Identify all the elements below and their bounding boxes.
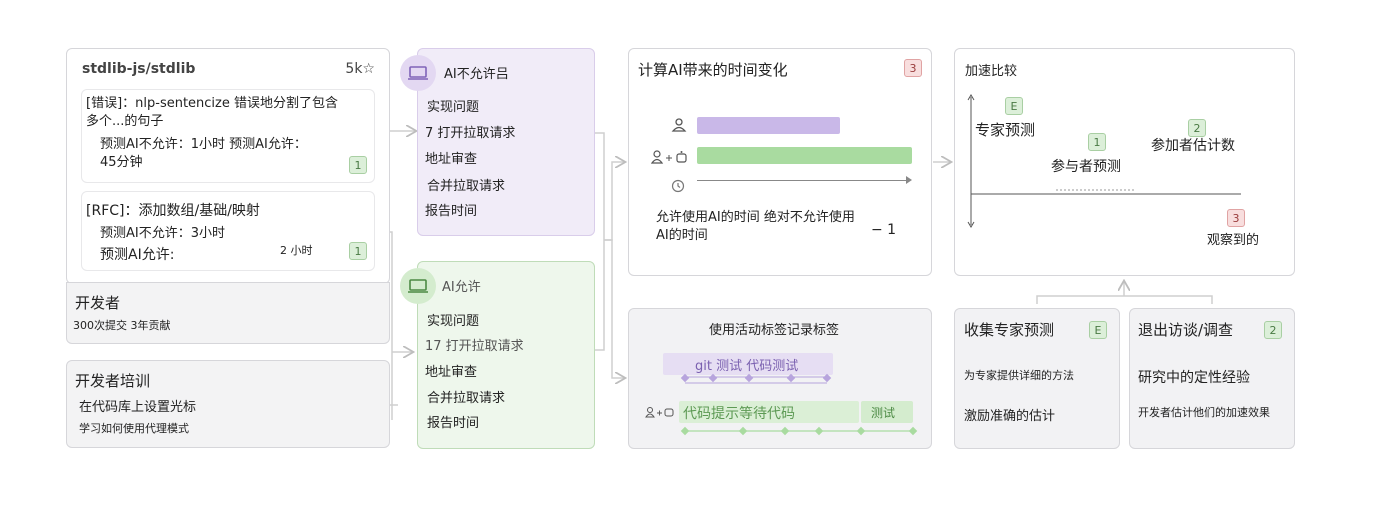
ai-allowed-step-3: 地址审查 — [425, 365, 478, 380]
activity-row-1-bg — [663, 353, 833, 375]
time-change-minus: − 1 — [871, 222, 897, 238]
ai-time-bar — [697, 147, 912, 164]
expert-card-badge: E — [1089, 321, 1107, 339]
expert-line-1: 为专家提供详细的方法 — [964, 369, 1074, 382]
expert-label: 专家预测 — [975, 121, 1036, 139]
activity-row-2-tag: 测试 — [871, 406, 896, 420]
ai-disallowed-step-4: 合并拉取请求 — [427, 179, 506, 194]
ai-allowed-card: AI允许 实现问题 17 打开拉取请求 地址审查 合并拉取请求 报告时间 — [400, 261, 595, 449]
ai-allowed-title: AI允许 — [442, 280, 481, 295]
repo-stars: 5k☆ — [345, 61, 375, 77]
participant-label: 参与者预测 — [1051, 159, 1121, 175]
speedup-card: 加速比较 E 专家预测 1 参与者预测 2 参加者估计数 3 观察到的 — [954, 48, 1295, 276]
speedup-axes — [967, 94, 1241, 228]
ai-allowed-step-5: 报告时间 — [427, 416, 480, 431]
ai-allowed-step-4: 合并拉取请求 — [427, 391, 506, 406]
repo-name[interactable]: stdlib-js/stdlib — [82, 61, 196, 77]
time-change-card: 计算AI带来的时间变化 3 允许使用AI的时间 绝对不允许使用AI的时间 − 1 — [628, 48, 932, 276]
activity-row-2-bg — [679, 401, 859, 423]
activity-card: 使用活动标签记录标签 git 测试 代码测试 代码提示等待代码 测试 — [628, 308, 932, 449]
participant-est-label: 参加者估计数 — [1151, 138, 1235, 154]
observed-label: 观察到的 — [1207, 233, 1260, 248]
exit-card: 退出访谈/调查 2 研究中的定性经验 开发者估计他们的加速效果 — [1129, 308, 1295, 449]
training-line-1: 在代码库上设置光标 — [79, 400, 197, 415]
activity-row-1-track — [645, 373, 918, 436]
laptop-icon — [400, 268, 436, 304]
issue-2-est-ai-value: 2 小时 — [280, 244, 313, 257]
time-change-badge: 3 — [904, 59, 922, 77]
exit-card-badge: 2 — [1264, 321, 1282, 339]
exit-title: 退出访谈/调查 — [1138, 321, 1234, 339]
expert-badge: E — [1005, 97, 1023, 115]
expert-title: 收集专家预测 — [964, 321, 1055, 339]
ai-disallowed-step-5: 报告时间 — [425, 204, 478, 219]
ai-disallowed-title: AI不允许吕 — [444, 67, 509, 82]
ai-allowed-step-1: 实现问题 — [427, 314, 480, 329]
activity-row-2: 代码提示等待代码 — [683, 406, 795, 422]
time-change-title: 计算AI带来的时间变化 — [638, 61, 788, 79]
issue-2-badge: 1 — [349, 242, 367, 260]
exit-line-1: 研究中的定性经验 — [1138, 370, 1250, 386]
developer-stats: 300次提交 3年贡献 — [73, 319, 171, 332]
observed-badge: 3 — [1227, 209, 1245, 227]
issue-2-est-ai-label: 预测AI允许: — [100, 247, 175, 263]
clock-icon — [671, 178, 685, 197]
participant-badge: 1 — [1088, 133, 1106, 151]
issue-card-2[interactable]: [RFC]：添加数组/基础/映射 预测AI不允许：3小时 预测AI允许: 2 小… — [81, 191, 375, 271]
expert-card: 收集专家预测 E 为专家提供详细的方法 激励准确的估计 — [954, 308, 1120, 449]
participant-est-badge: 2 — [1188, 119, 1206, 137]
issue-1-badge: 1 — [349, 156, 367, 174]
person-icon — [671, 117, 687, 136]
issue-1-title: [错误]：nlp-sentencize 错误地分割了包含多个...的句子 — [86, 96, 338, 129]
issue-2-title: [RFC]：添加数组/基础/映射 — [86, 203, 260, 219]
developer-card: 开发者 300次提交 3年贡献 — [66, 282, 390, 344]
ai-disallowed-step-1: 实现问题 — [427, 100, 480, 115]
ai-disallowed-card: AI不允许吕 实现问题 7 打开拉取请求 地址审查 合并拉取请求 报告时间 — [400, 48, 595, 236]
ai-disallowed-step-2: 7 打开拉取请求 — [425, 126, 516, 141]
issue-2-est-no-ai: 预测AI不允许：3小时 — [100, 226, 225, 241]
training-card: 开发者培训 在代码库上设置光标 学习如何使用代理模式 — [66, 360, 390, 448]
person-ai-icon — [650, 149, 689, 168]
training-title: 开发者培训 — [75, 372, 151, 390]
time-change-caption: 允许使用AI的时间 绝对不允许使用AI的时间 — [656, 210, 855, 243]
issue-1-estimates: 预测AI不允许：1小时 预测AI允许：45分钟 — [100, 137, 307, 170]
activity-row-1: git 测试 代码测试 — [695, 359, 799, 374]
ai-allowed-step-2: 17 打开拉取请求 — [425, 339, 524, 354]
activity-row-2-tag-bg — [861, 401, 913, 423]
expert-line-2: 激励准确的估计 — [964, 409, 1056, 424]
time-axis — [697, 180, 909, 181]
activity-title: 使用活动标签记录标签 — [709, 323, 840, 338]
repo-card: stdlib-js/stdlib 5k☆ [错误]：nlp-sentencize… — [66, 48, 390, 284]
issue-card-1[interactable]: [错误]：nlp-sentencize 错误地分割了包含多个...的句子 预测A… — [81, 89, 375, 183]
ai-disallowed-step-3: 地址审查 — [425, 152, 478, 167]
exit-line-2: 开发者估计他们的加速效果 — [1138, 406, 1270, 419]
no-ai-time-bar — [697, 117, 840, 134]
speedup-title: 加速比较 — [965, 64, 1018, 79]
training-line-2: 学习如何使用代理模式 — [79, 422, 189, 435]
developer-title: 开发者 — [75, 294, 121, 312]
laptop-icon — [400, 55, 436, 91]
time-axis-arrow — [906, 176, 912, 184]
